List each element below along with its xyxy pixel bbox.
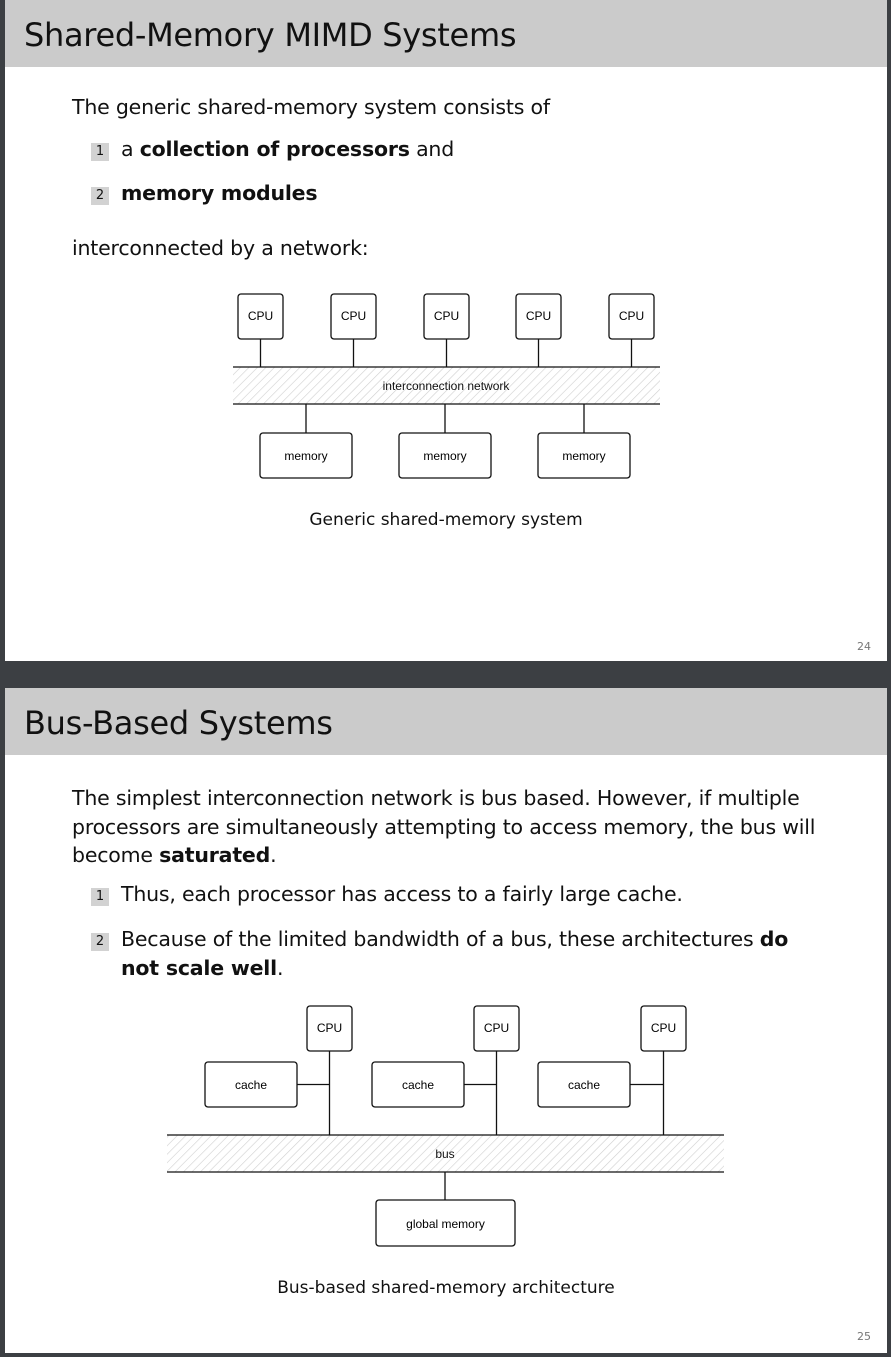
cpu-box: CPU	[473, 1005, 520, 1135]
svg-text:global memory: global memory	[406, 1217, 485, 1231]
list-number: 1	[91, 143, 109, 161]
memory-box: memory	[398, 404, 492, 479]
list-item: Thus, each processor has access to a fai…	[121, 882, 683, 906]
cpu-box: CPU	[237, 293, 284, 367]
slide-title-bar: Bus-Based Systems	[5, 688, 887, 755]
page-number: 24	[857, 640, 871, 653]
bus-label: bus	[435, 1147, 454, 1161]
shared-memory-diagram: interconnection network CPU CPU CPU CPU …	[233, 293, 660, 479]
cache-box: cache	[204, 1061, 330, 1108]
list-item: memory modules	[121, 181, 318, 205]
memory-box: memory	[537, 404, 631, 479]
bus-band	[167, 1135, 724, 1172]
list-item: a collection of processors and	[121, 137, 455, 161]
list-item-continued: not scale well.	[121, 956, 284, 980]
cpu-box: CPU	[423, 293, 470, 367]
svg-text:CPU: CPU	[484, 1021, 509, 1035]
svg-text:CPU: CPU	[526, 309, 551, 323]
slide-24: Shared-Memory MIMD Systems The generic s…	[5, 0, 887, 661]
list-number: 2	[91, 933, 109, 951]
bus-architecture-diagram: bus CPU cache CPU cache CPU	[167, 1005, 724, 1247]
global-memory-box: global memory	[375, 1172, 516, 1247]
svg-text:cache: cache	[235, 1078, 267, 1092]
cache-box: cache	[371, 1061, 497, 1108]
cpu-box: CPU	[640, 1005, 687, 1135]
page-number: 25	[857, 1330, 871, 1343]
svg-text:memory: memory	[562, 449, 605, 463]
cache-box: cache	[537, 1061, 664, 1108]
cpu-box: CPU	[306, 1005, 353, 1135]
memory-box: memory	[259, 404, 353, 479]
svg-text:CPU: CPU	[248, 309, 273, 323]
network-label: interconnection network	[383, 379, 511, 393]
slide-25: Bus-Based Systems The simplest interconn…	[5, 688, 887, 1353]
list-number: 2	[91, 187, 109, 205]
svg-text:CPU: CPU	[341, 309, 366, 323]
svg-text:CPU: CPU	[619, 309, 644, 323]
paragraph-line: become saturated.	[72, 843, 277, 867]
svg-text:cache: cache	[402, 1078, 434, 1092]
svg-text:CPU: CPU	[651, 1021, 676, 1035]
slide-title: Bus-Based Systems	[24, 704, 333, 742]
svg-text:CPU: CPU	[434, 309, 459, 323]
figure-caption: Generic shared-memory system	[309, 510, 583, 530]
paragraph-line: processors are simultaneously attempting…	[72, 815, 816, 839]
outro-text: interconnected by a network:	[72, 236, 369, 260]
list-item: Because of the limited bandwidth of a bu…	[121, 927, 789, 951]
cpu-box: CPU	[515, 293, 562, 367]
cpu-box: CPU	[608, 293, 655, 367]
svg-text:cache: cache	[568, 1078, 600, 1092]
svg-text:memory: memory	[423, 449, 466, 463]
figure-caption: Bus-based shared-memory architecture	[277, 1278, 615, 1298]
cpu-box: CPU	[330, 293, 377, 367]
paragraph-line: The simplest interconnection network is …	[72, 786, 800, 810]
slide-title: Shared-Memory MIMD Systems	[24, 16, 517, 54]
svg-text:memory: memory	[284, 449, 327, 463]
svg-text:CPU: CPU	[317, 1021, 342, 1035]
slide-title-bar: Shared-Memory MIMD Systems	[5, 0, 887, 67]
list-number: 1	[91, 888, 109, 906]
intro-text: The generic shared-memory system consist…	[72, 95, 550, 119]
network-band	[233, 367, 660, 404]
